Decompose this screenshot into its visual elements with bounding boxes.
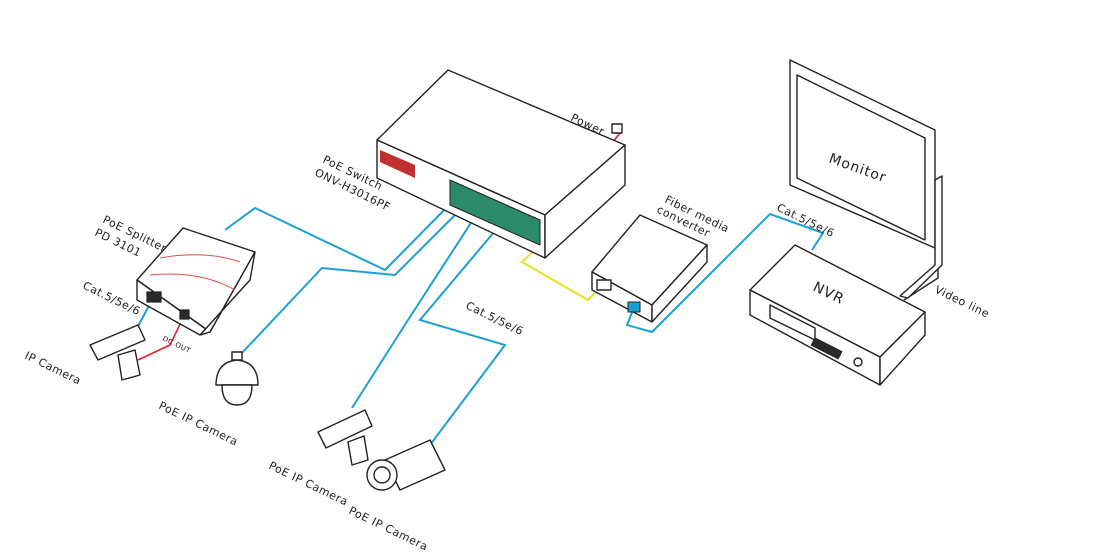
cable-switch-boxcam: [351, 211, 479, 409]
cable-dc-out: [137, 317, 184, 361]
fiber-port: [596, 279, 612, 291]
label-cable-splitter: Cat.5/5e/6: [81, 279, 143, 318]
poe-box-camera: [317, 409, 373, 466]
cable-switch-dome: [239, 203, 467, 356]
label-poe-box: PoE IP Camera: [267, 459, 350, 509]
label-dc-out: DC OUT: [161, 335, 192, 356]
cable-fiber: [520, 244, 601, 302]
rj45-port: [146, 291, 162, 303]
label-poe-dome: PoE IP Camera: [157, 399, 240, 449]
power-outlet-icon: [611, 123, 623, 134]
cable-switch-splitter: [224, 195, 459, 272]
cable-switch-bullet: [418, 224, 507, 446]
fiber-media-converter: [591, 214, 708, 323]
label-ip-camera: IP Camera: [23, 349, 84, 387]
label-cable-cams: Cat.5/5e/6: [464, 299, 526, 338]
switch-ports: [449, 179, 541, 246]
dc-port: [179, 309, 190, 320]
ethernet-port: [627, 301, 641, 313]
ip-camera: [89, 324, 146, 381]
nvr: [749, 244, 926, 386]
label-video-line: Video line: [933, 283, 992, 321]
switch-logo: [380, 150, 415, 178]
poe-dome-camera: [215, 351, 259, 406]
cables: [127, 131, 939, 446]
poe-splitter: [136, 227, 256, 336]
label-poe-bullet: PoE IP Camera: [347, 504, 430, 554]
cable-converter-nvr: [625, 212, 825, 334]
monitor: [789, 59, 943, 299]
poe-switch: [376, 69, 626, 259]
poe-bullet-camera: [366, 439, 446, 491]
label-cable-nvr: Cat.5/5e/6: [775, 201, 837, 240]
